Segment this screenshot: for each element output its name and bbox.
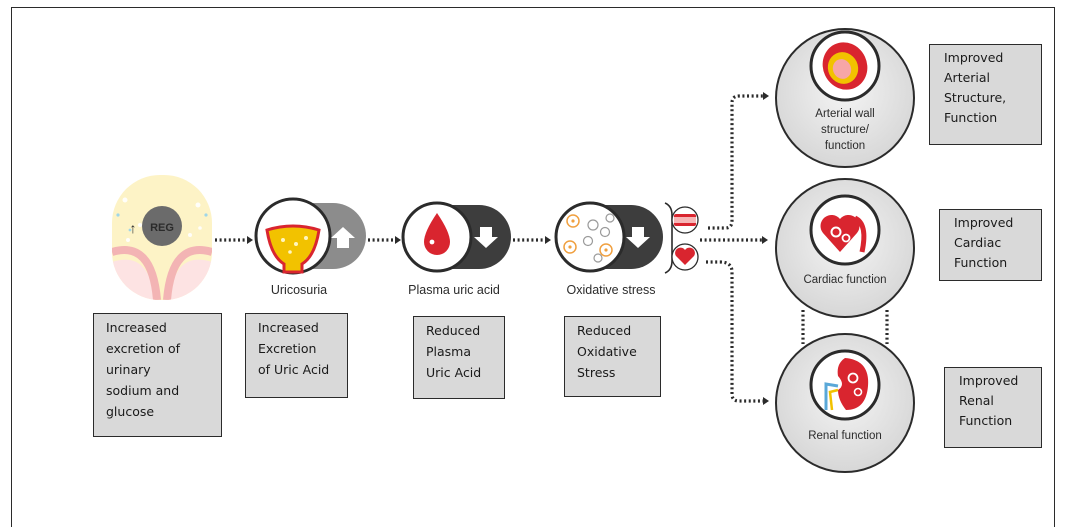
reg-up-arrow-icon: ↑ [130, 220, 137, 236]
target-organs-bracket [664, 202, 699, 274]
outcome-box-uric-acid-excretion: Increased Excretion of Uric Acid [245, 313, 348, 398]
mechanism-diagram: REG ↑ [112, 28, 915, 473]
connector-arrowheads [247, 92, 769, 405]
outcome-box-arterial: Improved Arterial Structure, Function [929, 44, 1042, 145]
outcome-box-oxidative-stress: Reduced Oxidative Stress [564, 316, 661, 397]
figure-frame [11, 7, 1055, 527]
outcome-box-renal: Improved Renal Function [944, 367, 1042, 448]
outcome-box-plasma-uric-acid: Reduced Plasma Uric Acid [413, 316, 505, 399]
uricosuria-label: Uricosuria [271, 283, 327, 297]
plasma-uric-acid-label: Plasma uric acid [408, 283, 500, 297]
oxidative-stress-label: Oxidative stress [567, 283, 656, 297]
renal-label: Renal function [808, 430, 882, 442]
arterial-label-line-1: Arterial wall [815, 108, 874, 120]
cardiac-circle [775, 178, 915, 318]
uricosuria-icon [254, 197, 366, 275]
dotted-connectors [215, 94, 889, 403]
cardiac-label: Cardiac function [803, 274, 886, 286]
arterial-label-line-3: function [825, 140, 865, 152]
arterial-wall-circle [775, 28, 915, 168]
reg-badge-text: REG [150, 222, 174, 234]
oxidative-stress-icon [554, 201, 663, 273]
renal-circle [775, 333, 915, 473]
plasma-uric-acid-icon [401, 201, 511, 273]
outcome-box-cardiac: Improved Cardiac Function [939, 209, 1042, 281]
outcome-box-excretion: Increased excretion of urinary sodium an… [93, 313, 222, 437]
tubule-capsule-icon: REG ↑ [112, 175, 212, 300]
arterial-label-line-2: structure/ [821, 124, 870, 136]
